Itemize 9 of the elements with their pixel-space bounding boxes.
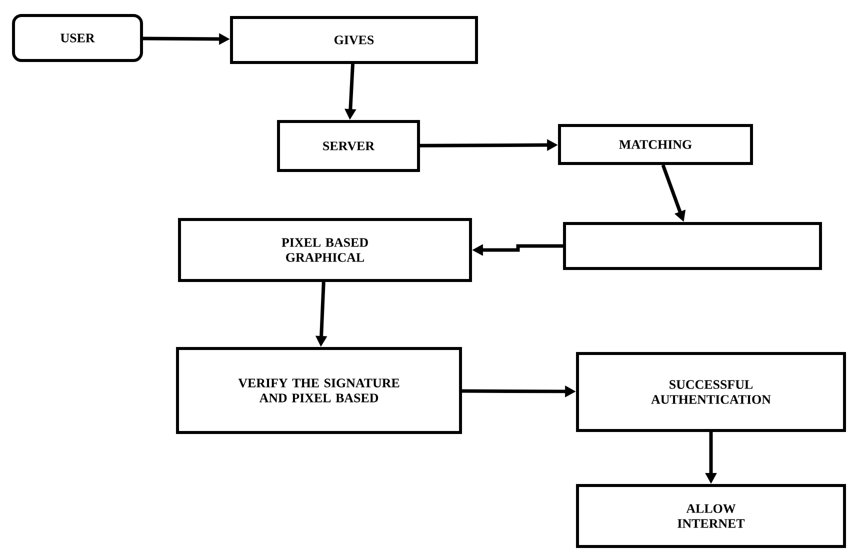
process-box: VERIFY THE SIGNATURE AND PIXEL BASED <box>176 347 462 434</box>
process-box: ALLOW INTERNET <box>576 484 846 548</box>
process-box: SUCCESSFUL AUTHENTICATION <box>576 352 846 432</box>
process-box: USER <box>12 14 143 62</box>
process-box: PIXEL BASED GRAPHICAL <box>178 218 472 282</box>
process-box: SERVER <box>277 120 420 172</box>
process-box: GIVES <box>230 16 478 64</box>
process-box: MATCHING <box>558 124 753 165</box>
process-box <box>563 222 822 270</box>
